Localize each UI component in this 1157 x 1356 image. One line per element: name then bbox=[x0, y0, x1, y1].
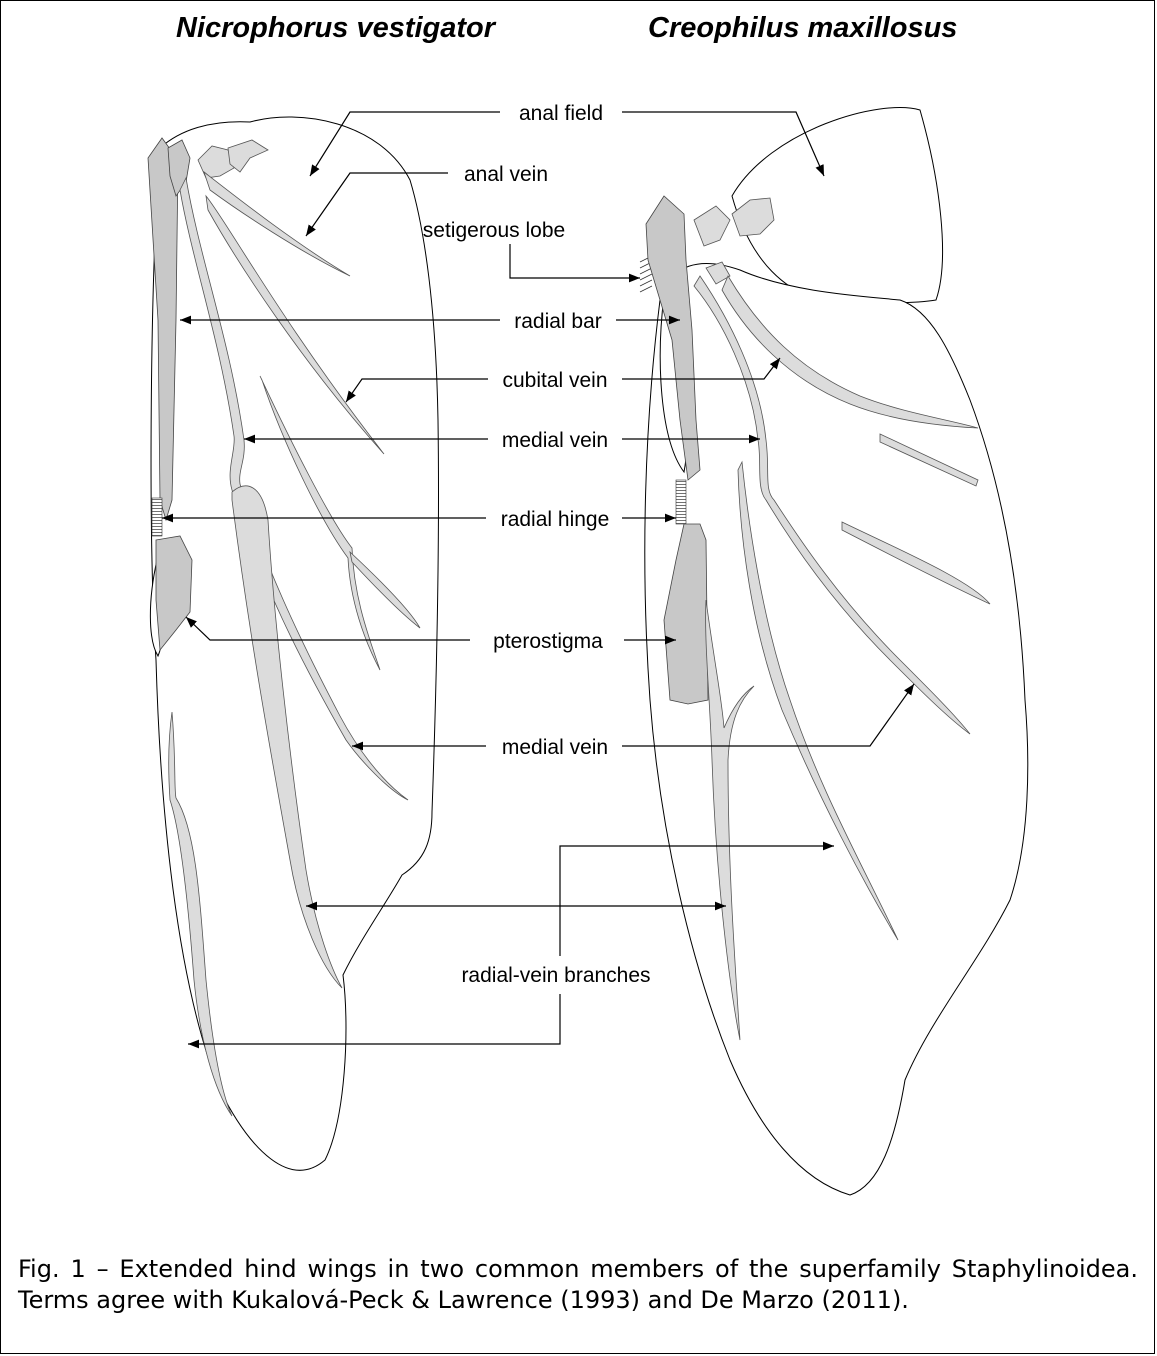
label-medial-vein-upper: medial vein bbox=[502, 429, 608, 452]
creophilus-sclerite-1 bbox=[694, 206, 730, 246]
label-medial-vein-lower: medial vein bbox=[502, 736, 608, 759]
label-cubital-vein: cubital vein bbox=[502, 369, 607, 392]
nicrophorus-wing bbox=[148, 117, 439, 1170]
label-radial-bar: radial bar bbox=[514, 310, 602, 333]
label-setigerous-lobe: setigerous lobe bbox=[423, 219, 565, 242]
label-anal-vein: anal vein bbox=[464, 163, 548, 186]
creophilus-wing-outline bbox=[645, 263, 1028, 1195]
label-radial-hinge: radial hinge bbox=[501, 508, 610, 531]
label-anal-field: anal field bbox=[519, 102, 603, 125]
figure-caption: Fig. 1 – Extended hind wings in two comm… bbox=[18, 1254, 1138, 1316]
label-pterostigma: pterostigma bbox=[493, 630, 603, 653]
labels: anal field anal vein setigerous lobe rad… bbox=[423, 102, 651, 987]
leader-setigerous-lobe bbox=[510, 244, 640, 278]
creophilus-wing bbox=[640, 108, 1028, 1195]
creophilus-radial-hinge bbox=[676, 480, 686, 524]
nicrophorus-radial-hinge bbox=[152, 498, 162, 536]
label-radial-vein-branches: radial-vein branches bbox=[461, 964, 650, 987]
wing-diagram: anal field anal vein setigerous lobe rad… bbox=[0, 0, 1157, 1240]
